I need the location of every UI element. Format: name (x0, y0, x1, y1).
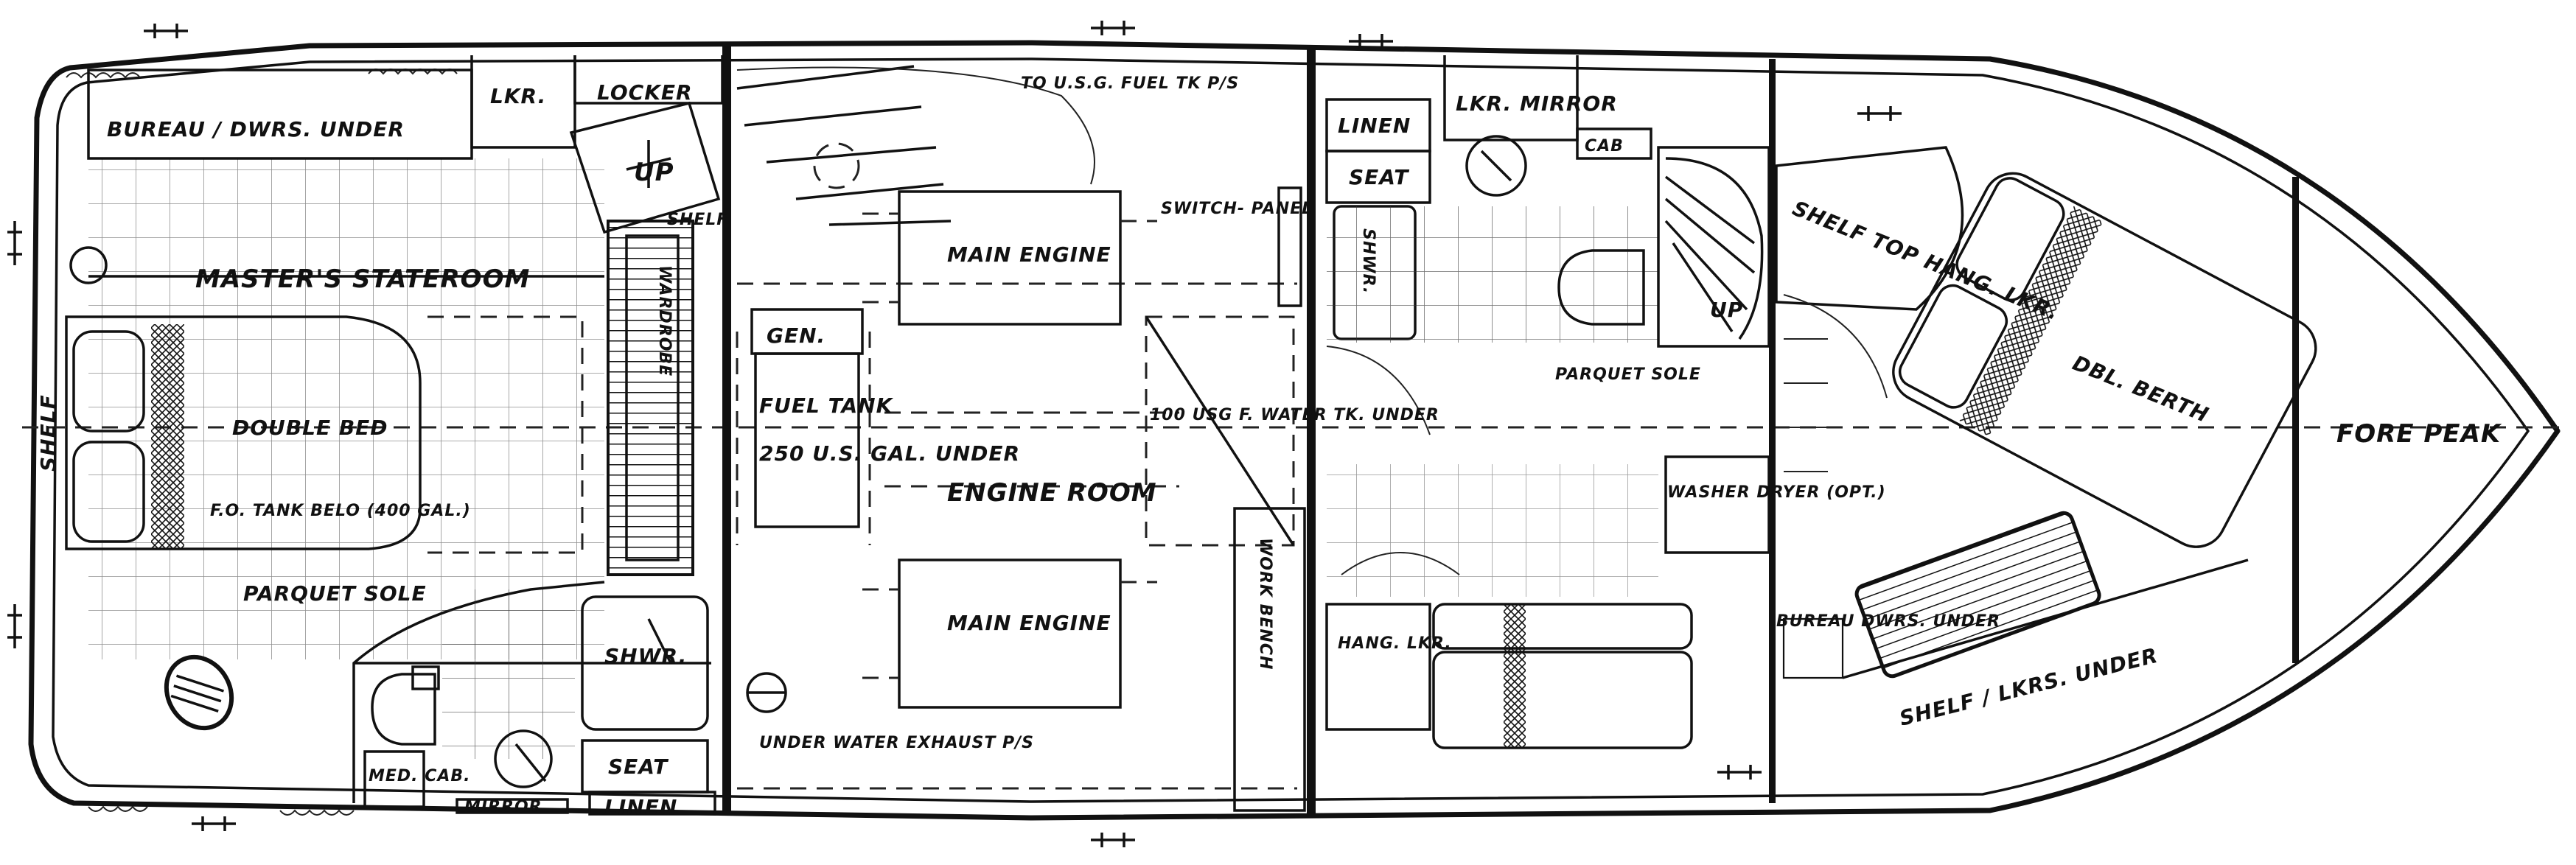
label-fuel-capacity: 250 U.S. GAL. UNDER (759, 441, 1020, 466)
label-washer-dryer: WASHER DRYER (OPT.) (1667, 483, 1886, 502)
label-fuel-tank: FUEL TANK (759, 393, 894, 418)
settee-mesh (1504, 604, 1526, 748)
hull-outline (28, 40, 2561, 821)
label-linen-fwd: LINEN (1338, 113, 1411, 138)
label-dbl-berth: DBL. BERTH (2069, 351, 2212, 427)
label-shelf-stern: SHELF (36, 394, 60, 472)
label-lkr-mirror: LKR. MIRROR (1456, 91, 1618, 116)
label-masters-stateroom: MASTER'S STATEROOM (195, 265, 530, 294)
fuel-tank-dash (736, 332, 871, 545)
label-bureau: BUREAU / DWRS. UNDER (107, 117, 405, 141)
head-tile (442, 589, 575, 759)
label-mirror-aft: MIRROR (464, 798, 542, 816)
label-fore-peak: FORE PEAK (2336, 419, 2502, 449)
label-work-bench: WORK BENCH (1256, 538, 1274, 670)
linen-aft (588, 791, 716, 816)
fwd-grid (1784, 338, 1828, 472)
bulkhead-master-engine (722, 46, 731, 816)
fwd-head-tile (1327, 206, 1658, 343)
label-seat-aft: SEAT (608, 754, 669, 779)
label-locker: LOCKER (597, 80, 693, 105)
galley-door-arc (1326, 346, 1431, 435)
double-bed (65, 315, 422, 550)
label-shelf-small: SHELF (667, 211, 728, 229)
forward-shelf (1782, 617, 1844, 679)
engine-room-dashes (737, 411, 1297, 790)
work-bench (1233, 507, 1306, 812)
dbl-berth (1892, 172, 2317, 548)
shower-aft (581, 595, 709, 731)
washer-dryer (1664, 455, 1770, 554)
label-wardrobe: WARDROBE (655, 265, 674, 377)
label-fuel-to-tank: TO U.S.G. FUEL TK P/S (1021, 74, 1239, 93)
label-main-engine-top: MAIN ENGINE (947, 242, 1111, 267)
sink-fwd (1465, 135, 1527, 197)
bed-headboard (151, 324, 184, 549)
main-engine-bottom (898, 558, 1122, 709)
label-shwr-fwd: SHWR. (1359, 228, 1378, 294)
galley-floor (1327, 464, 1658, 597)
label-shwr-aft: SHWR. (604, 644, 687, 668)
cab-fwd (1576, 127, 1652, 160)
mirror-bar-aft (455, 798, 569, 814)
med-cab-aft (363, 750, 425, 808)
label-lkr-aft: LKR. (490, 84, 546, 108)
stair-fwd-box (1657, 146, 1770, 348)
wardrobe (607, 220, 694, 576)
bulkhead-galley-fwd (1769, 59, 1776, 803)
shelf-lkrs-under-line (1842, 558, 2249, 679)
spiral-stair-fwd (1664, 157, 1764, 340)
label-seat-fwd: SEAT (1349, 165, 1409, 189)
settee-top (1432, 603, 1693, 650)
sink-aft (494, 729, 553, 788)
bulkhead-forepeak (2292, 177, 2299, 663)
label-underwater-exhaust: UNDER WATER EXHAUST P/S (759, 734, 1034, 752)
label-gen: GEN. (767, 323, 825, 348)
label-switch-panel: SWITCH- PANEL (1161, 200, 1313, 218)
label-up-aft: UP (634, 158, 674, 187)
vent-aft (164, 654, 234, 731)
label-hang-lkr: HANG. LKR. (1338, 634, 1452, 653)
hull-inner-line (52, 57, 2530, 803)
hang-lkr (1325, 603, 1431, 731)
fwd-bench (1854, 511, 2101, 679)
fo-tank-outline (427, 315, 584, 554)
label-double-bed: DOUBLE BED (232, 416, 388, 440)
bed-pillow-bottom (72, 441, 145, 543)
label-cab: CAB (1585, 137, 1624, 155)
engine-stair-curve (736, 66, 1095, 185)
fwd-cabin-door (1783, 294, 1888, 399)
label-engine-room: ENGINE ROOM (947, 478, 1157, 508)
label-med-cab: MED. CAB. (369, 767, 471, 785)
label-parquet-sole-aft: PARQUET SOLE (243, 581, 427, 606)
deck-cleats (7, 21, 1902, 847)
labels: BUREAU / DWRS. UNDER LKR. LOCKER UP SHEL… (36, 74, 2502, 819)
label-fo-tank: F.O. TANK BELO (400 GAL.) (210, 502, 471, 520)
engine-hatch (813, 142, 860, 189)
toilet-aft (371, 673, 436, 746)
water-tank (1145, 315, 1295, 547)
settee-bottom (1432, 651, 1693, 749)
switch-panel (1277, 186, 1302, 307)
label-linen-aft: LINEN (604, 795, 677, 819)
label-main-engine-bottom: MAIN ENGINE (947, 611, 1111, 635)
label-up-fwd: UP (1710, 298, 1743, 322)
main-engine-top (898, 190, 1122, 326)
hatch-circle-aft (69, 246, 108, 284)
label-water-tank: 100 USG F. WATER TK. UNDER (1150, 406, 1439, 424)
toilet-fwd (1557, 249, 1645, 326)
locker-cabinet (573, 55, 724, 105)
label-bureau-dwrs-under: BUREAU DWRS. UNDER (1776, 612, 2000, 631)
bulkhead-engine-galley (1307, 46, 1316, 816)
bureau (87, 69, 473, 160)
fuel-tank (754, 352, 860, 528)
stair-up-aft (569, 101, 721, 234)
exhaust-circle (746, 672, 787, 713)
engine-stair (736, 65, 952, 226)
bed-pillow-top (72, 330, 145, 432)
label-parquet-sole-fwd: PARQUET SOLE (1555, 365, 1701, 384)
rail-scallops (66, 69, 458, 816)
seat-fwd (1325, 150, 1431, 204)
